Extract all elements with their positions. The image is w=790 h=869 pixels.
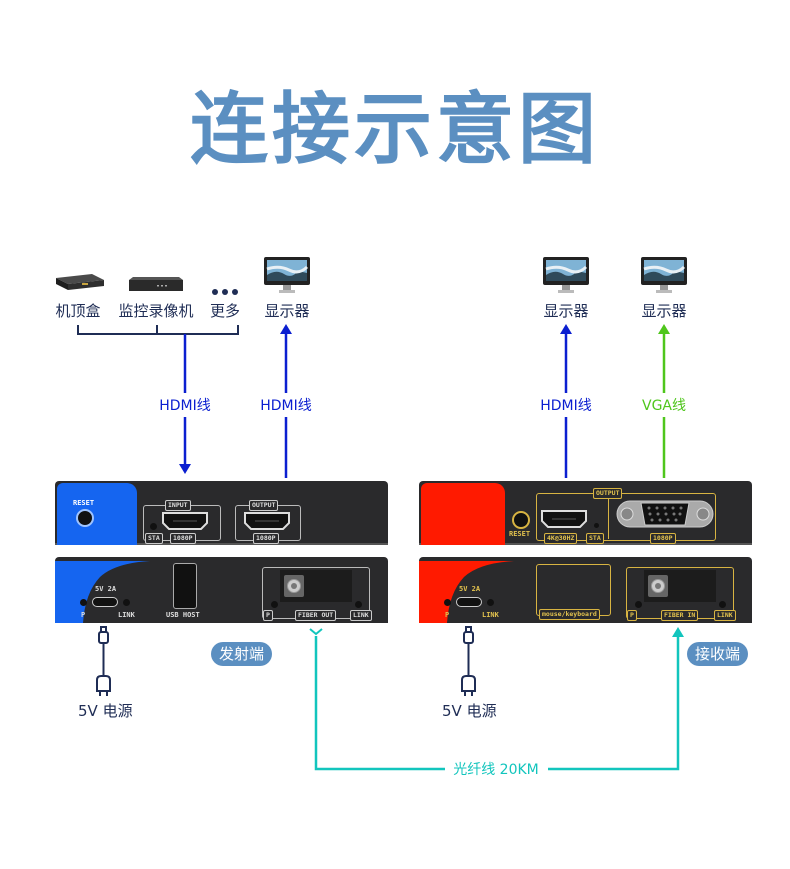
rx-fiber-in-label: FIBER IN bbox=[661, 610, 699, 621]
tx-power-spec: 5V 2A bbox=[95, 585, 117, 593]
rx-vga-output-port[interactable] bbox=[616, 497, 714, 535]
rx-vga-arrow bbox=[658, 324, 670, 334]
tx-hdmi-input-port[interactable] bbox=[161, 511, 209, 535]
source-bracket bbox=[77, 325, 239, 335]
rx-monitor-hdmi-icon bbox=[543, 257, 589, 298]
rx-power-label: 5V 电源 bbox=[442, 702, 497, 720]
rx-output-divider bbox=[608, 493, 609, 539]
rx-monitor-vga-label: 显示器 bbox=[641, 302, 687, 320]
tx-fiber-p-led bbox=[271, 601, 278, 608]
tx-hdmi-output-port[interactable] bbox=[243, 511, 291, 535]
fiber-rx-arrow bbox=[672, 627, 684, 637]
tx-hdmi-out-label: HDMI线 bbox=[258, 393, 314, 417]
rx-vga-res: 1080P bbox=[650, 533, 676, 544]
rx-usb-c-port[interactable] bbox=[456, 597, 482, 607]
set-top-box-label: 机顶盒 bbox=[55, 302, 101, 320]
rx-p-led bbox=[444, 599, 451, 606]
tx-power-cable bbox=[96, 626, 111, 696]
tx-hdmi-in-arrow bbox=[179, 464, 191, 474]
tx-fiber-link-led bbox=[355, 601, 362, 608]
rx-hdmi-res: 4K@30HZ bbox=[544, 533, 578, 544]
rx-sta-led bbox=[594, 523, 599, 528]
fiber-cable bbox=[314, 636, 680, 771]
tx-fiber-port[interactable] bbox=[284, 575, 304, 597]
transmitter-badge: 发射端 bbox=[211, 642, 273, 666]
rx-fiber-link-label: LINK bbox=[714, 610, 736, 621]
tx-p-label: P bbox=[81, 611, 86, 619]
more-label: 更多 bbox=[209, 302, 241, 320]
tx-usb-host-label: USB HOST bbox=[166, 611, 200, 619]
tx-usb-c-port[interactable] bbox=[92, 597, 118, 607]
tx-input-label: INPUT bbox=[165, 500, 191, 511]
rx-hdmi-label: HDMI线 bbox=[538, 393, 594, 417]
tx-back-accent bbox=[55, 561, 150, 623]
fiber-tx-chevron bbox=[309, 628, 323, 636]
rx-reset-label: RESET bbox=[509, 530, 531, 538]
tx-reset-button[interactable] bbox=[76, 509, 94, 527]
tx-output-label: OUTPUT bbox=[249, 500, 279, 511]
rx-monitor-hdmi-label: 显示器 bbox=[543, 302, 589, 320]
rx-accent-panel bbox=[421, 483, 505, 545]
rx-sta-label: STA bbox=[586, 533, 604, 544]
rx-back-accent bbox=[419, 561, 514, 623]
tx-link-led bbox=[123, 599, 130, 606]
tx-fiber-out-label: FIBER OUT bbox=[295, 610, 337, 621]
rx-hdmi-output-port[interactable] bbox=[540, 509, 588, 533]
transmitter-front-panel: RESET INPUT STA 1080P OUTPUT 1080P bbox=[55, 481, 388, 545]
tx-output-res: 1080P bbox=[253, 533, 279, 544]
tx-fiber-link-label: LINK bbox=[350, 610, 372, 621]
tx-input-res: 1080P bbox=[170, 533, 196, 544]
rx-link-led bbox=[487, 599, 494, 606]
rx-fiber-link-led bbox=[719, 601, 726, 608]
rx-hdmi-arrow bbox=[560, 324, 572, 334]
set-top-box-icon bbox=[52, 272, 104, 292]
rx-mouse-keyboard-label: mouse/keyboard bbox=[539, 609, 600, 620]
rx-power-spec: 5V 2A bbox=[459, 585, 481, 593]
rx-p-label: P bbox=[445, 611, 450, 619]
rx-monitor-vga-icon bbox=[641, 257, 687, 298]
rx-output-label: OUTPUT bbox=[593, 488, 623, 499]
dvr-icon bbox=[127, 276, 185, 291]
dvr-label: 监控录像机 bbox=[118, 302, 194, 320]
tx-reset-label: RESET bbox=[73, 499, 95, 507]
tx-monitor-label: 显示器 bbox=[264, 302, 310, 320]
receiver-front-panel: RESET OUTPUT 4K@30HZ STA 1080P bbox=[419, 481, 752, 545]
tx-monitor-icon bbox=[264, 257, 310, 298]
rx-output-group bbox=[536, 493, 716, 541]
rx-power-cable bbox=[461, 626, 476, 696]
transmitter-back-panel: 5V 2A P LINK USB HOST P FIBER OUT LINK bbox=[55, 557, 388, 623]
tx-sta-led bbox=[150, 523, 157, 530]
page-title: 连接示意图 bbox=[189, 85, 600, 175]
receiver-badge: 接收端 bbox=[687, 642, 749, 666]
tx-power-label: 5V 电源 bbox=[78, 702, 133, 720]
rx-fiber-p-label: P bbox=[627, 610, 637, 621]
tx-usb-host-port[interactable] bbox=[173, 563, 197, 609]
tx-p-led bbox=[80, 599, 87, 606]
tx-hdmi-out-arrow bbox=[280, 324, 292, 334]
tx-link-label: LINK bbox=[118, 611, 135, 619]
rx-reset-button[interactable] bbox=[512, 511, 530, 529]
receiver-back-panel: 5V 2A P LINK mouse/keyboard P FIBER IN L… bbox=[419, 557, 752, 623]
tx-sta-label: STA bbox=[145, 533, 163, 544]
tx-fiber-p-label: P bbox=[263, 610, 273, 621]
more-dots-icon bbox=[211, 281, 241, 295]
tx-hdmi-in-label: HDMI线 bbox=[157, 393, 213, 417]
rx-fiber-port[interactable] bbox=[648, 575, 668, 597]
fiber-label: 光纤线 20KM bbox=[451, 757, 541, 781]
rx-fiber-p-led bbox=[635, 601, 642, 608]
tx-accent-panel bbox=[57, 483, 137, 545]
rx-vga-label: VGA线 bbox=[639, 393, 689, 417]
rx-link-label: LINK bbox=[482, 611, 499, 619]
